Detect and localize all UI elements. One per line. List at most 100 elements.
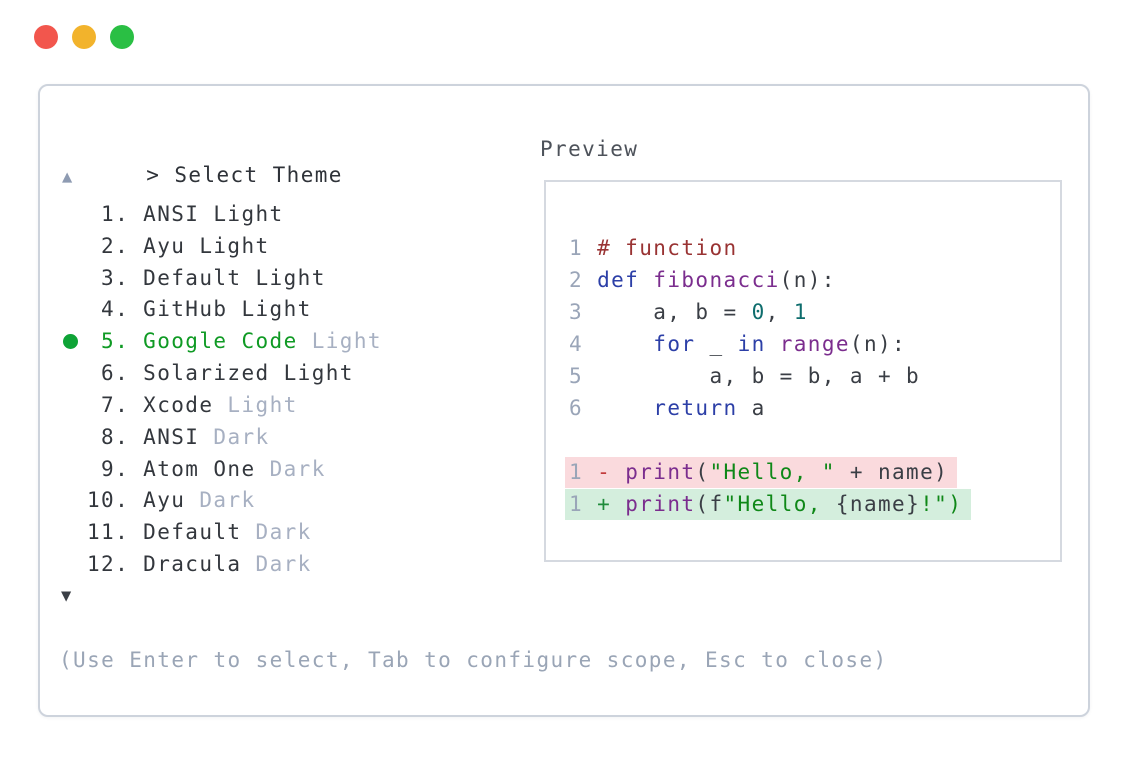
minimize-button[interactable] bbox=[72, 25, 96, 49]
theme-item-variant: Dark bbox=[241, 552, 312, 577]
code-token-plain: , bbox=[765, 300, 794, 324]
bullet-placeholder bbox=[63, 302, 78, 317]
preview-label: Preview bbox=[540, 137, 639, 161]
line-number: 6 bbox=[569, 396, 598, 420]
window-controls bbox=[34, 25, 134, 49]
code-token-string: !") bbox=[920, 492, 963, 516]
code-token-plain bbox=[766, 332, 780, 356]
theme-list: 1. ANSI Light 2. Ayu Light 3. Default Li… bbox=[40, 198, 530, 580]
bullet-placeholder bbox=[63, 397, 78, 412]
code-token-function: print bbox=[625, 460, 696, 484]
bullet-placeholder bbox=[63, 525, 78, 540]
code-line: 3 a, b = 0, 1 bbox=[569, 296, 971, 328]
diff-line-highlight: 1 + print(f"Hello, {name}!") bbox=[565, 489, 972, 520]
line-number: 2 bbox=[569, 268, 598, 292]
code-token-function: range bbox=[779, 332, 850, 356]
line-number: 1 bbox=[569, 460, 598, 484]
code-token-plain: (n): bbox=[849, 332, 907, 356]
code-token-keyword: return bbox=[653, 396, 738, 420]
bullet-placeholder bbox=[63, 238, 78, 253]
code-token-comment: # function bbox=[597, 236, 738, 260]
bullet-placeholder bbox=[63, 557, 78, 572]
theme-item-variant: Dark bbox=[255, 456, 326, 481]
theme-item-label: 7. Xcode bbox=[87, 392, 214, 417]
code-token-plain: _ bbox=[695, 332, 738, 356]
code-token-plain: + name) bbox=[835, 460, 949, 484]
code-token-plain bbox=[639, 268, 653, 292]
theme-item-label: 5. Google Code bbox=[87, 329, 298, 354]
code-token-plain: ( bbox=[695, 460, 710, 484]
code-token-string: "Hello, bbox=[723, 492, 836, 516]
code-line: 6 return a bbox=[569, 392, 971, 424]
scroll-up-icon[interactable]: ▲ bbox=[62, 167, 73, 187]
code-token-plain bbox=[597, 332, 653, 356]
line-number: 1 bbox=[569, 236, 598, 260]
diff-minus-icon: - bbox=[597, 460, 626, 484]
footer-hint: (Use Enter to select, Tab to configure s… bbox=[59, 648, 888, 672]
theme-item-variant: Dark bbox=[185, 488, 256, 513]
code-token-plain: a bbox=[737, 396, 766, 420]
code-token-string: "Hello, " bbox=[709, 460, 836, 484]
diff-added-line: 1 + print(f"Hello, {name}!") bbox=[565, 488, 972, 520]
prompt-icon: > bbox=[146, 163, 161, 187]
theme-item[interactable]: 9. Atom One Dark bbox=[40, 453, 530, 485]
theme-item[interactable]: 7. Xcode Light bbox=[40, 389, 530, 421]
maximize-button[interactable] bbox=[110, 25, 134, 49]
code-token-function: print bbox=[625, 492, 696, 516]
code-line: 5 a, b = b, a + b bbox=[569, 360, 971, 392]
code-line: 1 # function bbox=[569, 232, 971, 264]
theme-picker-panel: > Select Theme ▲ 1. ANSI Light 2. Ayu Lig… bbox=[38, 84, 1090, 717]
code-token-plain: (n): bbox=[779, 268, 836, 292]
theme-item-label: 3. Default Light bbox=[87, 265, 326, 290]
theme-item[interactable]: 3. Default Light bbox=[40, 262, 530, 294]
diff-removed-line: 1 - print("Hello, " + name) bbox=[565, 456, 971, 488]
line-number: 4 bbox=[569, 332, 598, 356]
theme-item-variant: Light bbox=[297, 329, 382, 354]
code-token-plain: (f bbox=[695, 492, 724, 516]
line-number: 5 bbox=[569, 364, 598, 388]
code-token-keyword: for bbox=[653, 332, 696, 356]
selected-bullet-icon bbox=[63, 333, 78, 349]
picker-title: Select Theme bbox=[174, 163, 343, 187]
theme-item-label: 4. GitHub Light bbox=[87, 297, 312, 322]
theme-item-label: 1. ANSI Light bbox=[87, 201, 284, 226]
theme-item-label: 10. Ayu bbox=[87, 488, 186, 513]
bullet-placeholder bbox=[63, 206, 78, 221]
bullet-placeholder bbox=[63, 270, 78, 285]
code-token-plain: {name} bbox=[835, 492, 921, 516]
theme-item-label: 8. ANSI bbox=[87, 424, 200, 449]
diff-plus-icon: + bbox=[597, 492, 626, 516]
line-number: 1 bbox=[569, 492, 598, 516]
picker-header: > Select Theme bbox=[62, 136, 343, 214]
code-token-plain: a, b = bbox=[597, 300, 752, 324]
theme-item[interactable]: 6. Solarized Light bbox=[40, 357, 530, 389]
theme-item[interactable]: 5. Google Code Light bbox=[40, 325, 530, 357]
diff-line-highlight: 1 - print("Hello, " + name) bbox=[565, 457, 958, 488]
code-token-keyword: in bbox=[737, 332, 766, 356]
theme-item[interactable]: 4. GitHub Light bbox=[40, 293, 530, 325]
theme-item[interactable]: 8. ANSI Dark bbox=[40, 421, 530, 453]
theme-item-label: 2. Ayu Light bbox=[87, 233, 270, 258]
theme-item[interactable]: 11. Default Dark bbox=[40, 516, 530, 548]
theme-item-label: 11. Default bbox=[87, 520, 242, 545]
theme-item[interactable]: 1. ANSI Light bbox=[40, 198, 530, 230]
bullet-placeholder bbox=[63, 493, 78, 508]
theme-item-variant: Dark bbox=[241, 520, 312, 545]
close-button[interactable] bbox=[34, 25, 58, 49]
theme-item[interactable]: 10. Ayu Dark bbox=[40, 484, 530, 516]
code-token-plain bbox=[597, 396, 653, 420]
theme-item[interactable]: 2. Ayu Light bbox=[40, 230, 530, 262]
bullet-placeholder bbox=[63, 429, 78, 444]
code-token-number: 0 bbox=[751, 300, 766, 324]
line-number: 3 bbox=[569, 300, 598, 324]
scroll-down-icon[interactable]: ▼ bbox=[61, 586, 72, 606]
theme-item[interactable]: 12. Dracula Dark bbox=[40, 548, 530, 580]
theme-item-label: 12. Dracula bbox=[87, 552, 242, 577]
theme-item-label: 9. Atom One bbox=[87, 456, 256, 481]
code-token-keyword: def bbox=[597, 268, 640, 292]
code-token-plain: a, b = b, a + b bbox=[597, 364, 921, 388]
theme-item-variant: Light bbox=[213, 392, 298, 417]
code-token-function: fibonacci bbox=[653, 268, 780, 292]
